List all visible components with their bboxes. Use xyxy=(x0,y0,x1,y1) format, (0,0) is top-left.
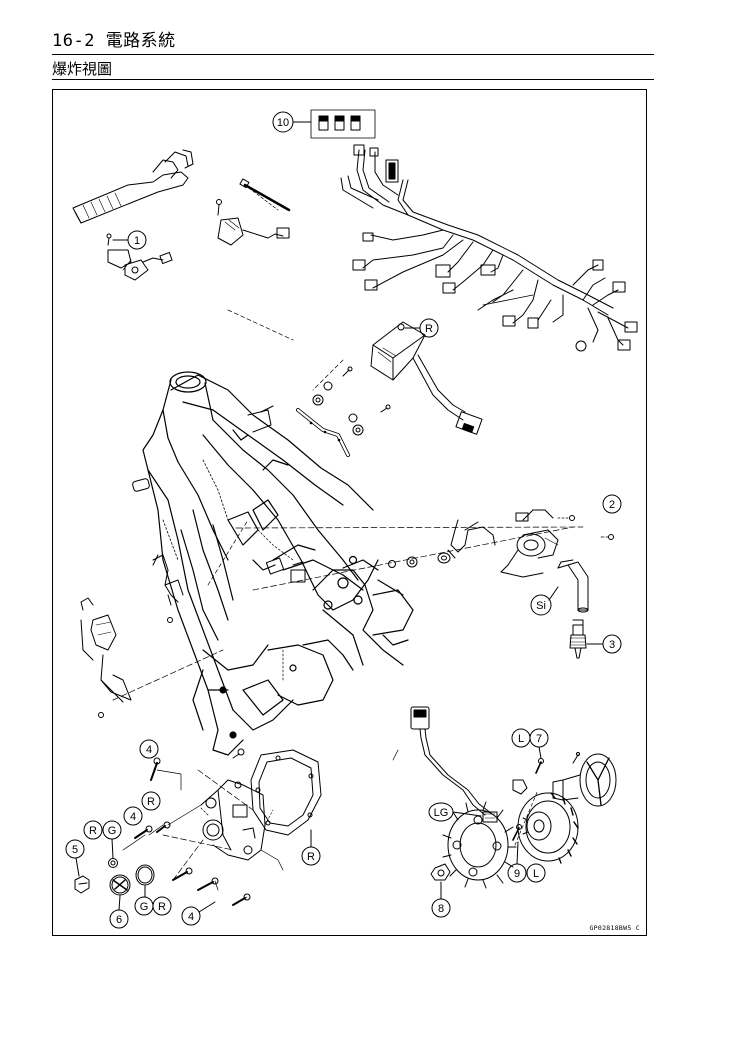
callout-r-cover-label: R xyxy=(307,851,315,863)
callout-r-left: R xyxy=(83,820,103,840)
callout-lg: LG xyxy=(428,802,482,822)
callout-4-bottom: 4 xyxy=(181,901,216,926)
ignition-coil xyxy=(500,529,614,578)
callout-4-mid-label: 4 xyxy=(130,811,136,823)
header-rule-bottom xyxy=(52,79,654,80)
leader-lines xyxy=(112,184,584,881)
callout-l-bottom-label: L xyxy=(533,868,539,880)
spark-plug-cap xyxy=(557,559,589,613)
page-title: 16-2 電路系統 xyxy=(52,31,176,51)
callout-6: 6 xyxy=(109,895,129,929)
callout-r-bottom-label: R xyxy=(158,901,166,913)
callout-8: 8 xyxy=(431,881,451,918)
spark-plug xyxy=(569,619,587,659)
callout-9: 9 xyxy=(507,841,527,883)
starter-clutch-gear xyxy=(552,752,617,807)
callout-3: 3 xyxy=(586,634,622,654)
callout-r-cdi-label: R xyxy=(425,323,433,335)
callout-g-bottom-label: G xyxy=(140,901,149,913)
regulator-rectifier xyxy=(80,597,132,718)
cable-clamp-small xyxy=(247,405,274,433)
exploded-view-drawing: 10 1 R 2 Si 3 4 4 R R G 5 6 G R 4 R L 7 … xyxy=(65,109,638,929)
callouts: 10 1 R 2 Si 3 4 4 R R G 5 6 G R 4 R L 7 … xyxy=(65,111,622,929)
flywheel-rotor xyxy=(517,792,579,864)
header-rule-top xyxy=(52,54,654,55)
callout-4-top-label: 4 xyxy=(146,744,152,756)
frame-clip-bracket xyxy=(152,554,184,623)
callout-4-top: 4 xyxy=(139,739,159,759)
callout-6-label: 6 xyxy=(116,914,122,926)
callout-10: 10 xyxy=(272,111,312,133)
callout-si: Si xyxy=(530,586,559,616)
callout-4-bottom-label: 4 xyxy=(188,911,194,923)
callout-1-label: 1 xyxy=(134,235,140,247)
callout-10-label: 10 xyxy=(277,117,289,129)
cover-leader-lines xyxy=(122,769,284,906)
callout-9-label: 9 xyxy=(514,868,520,880)
callout-1: 1 xyxy=(112,230,147,250)
callout-l-top: L xyxy=(511,728,531,748)
callout-g-left: G xyxy=(102,820,122,859)
callout-4-mid: 4 xyxy=(123,806,143,826)
callout-l-top-label: L xyxy=(518,733,524,745)
outer-cover xyxy=(200,779,274,861)
figure-code: GP02818BW5 C xyxy=(589,924,640,932)
callout-8-label: 8 xyxy=(438,903,444,915)
callout-3-label: 3 xyxy=(609,639,615,651)
handlebar-grip xyxy=(72,149,194,224)
pickup-coil-harness xyxy=(410,706,492,816)
connector-set xyxy=(310,109,376,139)
callout-r-mid: R xyxy=(141,791,161,811)
callout-r-left-label: R xyxy=(89,825,97,837)
stator xyxy=(442,801,517,889)
section-title: 爆炸視圖 xyxy=(52,60,113,78)
cdi-unit xyxy=(370,321,483,435)
callout-5: 5 xyxy=(65,839,85,877)
callout-5-label: 5 xyxy=(72,844,78,856)
callout-si-label: Si xyxy=(536,600,546,612)
hot-start-lever xyxy=(216,199,290,246)
cdi-bracket-bolts xyxy=(296,366,391,457)
frame-mounts xyxy=(132,478,306,583)
callout-lg-label: LG xyxy=(434,807,449,819)
cable-tie xyxy=(239,178,291,212)
cover-gasket xyxy=(250,749,322,836)
callout-r-mid-label: R xyxy=(147,796,155,808)
engine-stop-switch xyxy=(106,233,173,281)
main-wiring-harness xyxy=(340,144,638,352)
callout-r-bottom: R xyxy=(152,896,172,916)
flywheel-bolts-nuts xyxy=(430,758,544,881)
oil-seal-parts xyxy=(74,858,155,896)
callout-r-cdi: R xyxy=(404,318,439,338)
frame xyxy=(142,371,414,756)
coil-mount-nuts xyxy=(388,552,451,568)
callout-7: 7 xyxy=(529,728,549,759)
callout-r-cover: R xyxy=(301,829,321,866)
ignition-coil-bracket xyxy=(447,509,575,559)
exploded-view-figure: 10 1 R 2 Si 3 4 4 R R G 5 6 G R 4 R L 7 … xyxy=(52,89,647,936)
callout-2-label: 2 xyxy=(609,499,615,511)
callout-g-bottom: G xyxy=(134,885,154,916)
callout-l-bottom: L xyxy=(526,863,546,883)
callout-7-label: 7 xyxy=(536,733,542,745)
callout-2: 2 xyxy=(602,494,622,514)
callout-g-left-label: G xyxy=(108,825,117,837)
